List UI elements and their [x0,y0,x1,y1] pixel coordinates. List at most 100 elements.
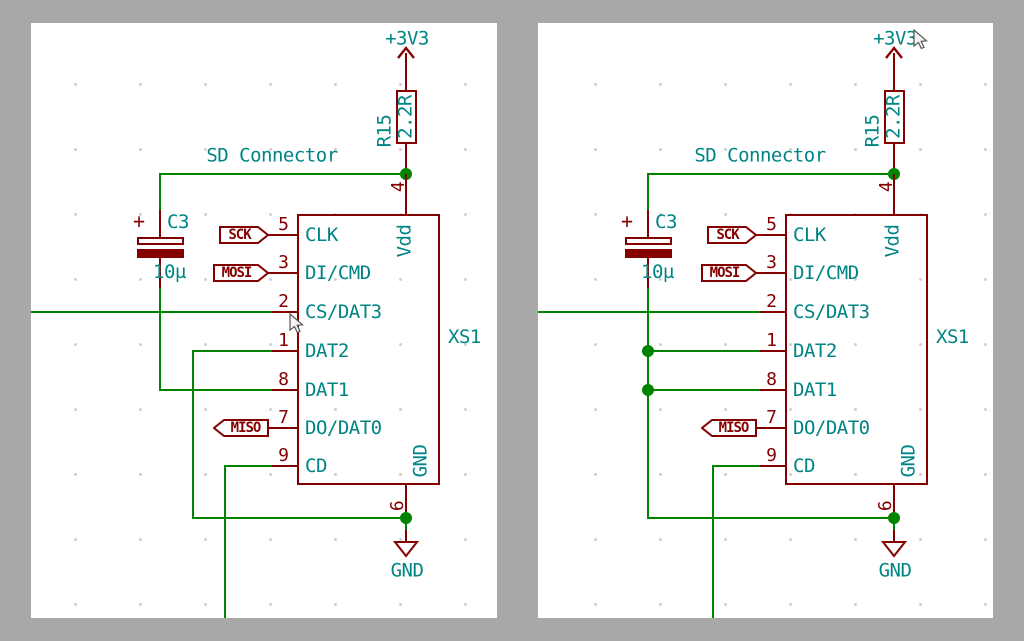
wire-top [648,173,894,175]
gnd-symbol-icon [881,541,907,558]
net-label-text: MOSI [221,265,253,281]
schematic-left: +3V3 R15 2.2R SD Connector 4 Vdd XS1 + C… [31,23,497,618]
resistor-body[interactable] [884,90,905,144]
wire-power [893,53,895,90]
pin-stub [760,427,785,429]
pin-stub [760,234,785,236]
mouse-cursor [913,29,928,50]
wire-cd [225,465,272,467]
net-label-text: MOSI [709,265,741,281]
wire-top [160,173,406,175]
cap-pin-bottom [647,258,649,289]
pin-stub [272,272,297,274]
pin-number: 3 [766,252,777,273]
cap-pin-bottom [159,258,161,289]
wire-cd-down [712,465,714,618]
ic-body[interactable] [297,214,440,485]
wire-cs-dat3 [31,311,272,313]
net-label-miso[interactable]: MISO [701,419,757,437]
cap-plate-negative[interactable] [625,249,672,258]
schematic-right: +3V3 R15 2.2R SD Connector 4 Vdd XS1 + C… [538,23,974,618]
cap-plate-negative[interactable] [137,249,184,258]
junction-dat2 [642,345,654,357]
pin-name: DO/DAT0 [305,417,382,439]
pin-number: 9 [766,445,777,466]
pin-name: CS/DAT3 [305,301,382,323]
pin6-stub [893,483,895,518]
net-label-shape [219,226,269,244]
pin4-number: 4 [876,181,897,193]
ic-body[interactable] [785,214,928,485]
net-label-mosi[interactable]: MOSI [213,264,269,282]
resistor-ref: R15 [373,114,396,148]
wire-cap-top [647,173,649,211]
wire-cd [713,465,760,467]
resistor-body[interactable] [396,90,417,144]
net-label-shape [701,419,757,437]
pin-number: 8 [766,369,777,390]
cap-pin-top [159,210,161,237]
pin-stub [760,350,785,352]
pin-name: DI/CMD [305,262,371,284]
pin-number: 1 [766,330,777,351]
schematic-canvas-left[interactable]: +3V3 R15 2.2R SD Connector 4 Vdd XS1 + C… [31,23,497,618]
wire-bottom [648,517,895,519]
cap-polarity: + [133,209,145,233]
pin6-stub [405,483,407,518]
wire-dat2 [648,350,760,352]
gnd-pin [405,530,407,542]
power-arrow-icon [885,46,903,59]
cap-plate-positive[interactable] [625,237,672,245]
gnd-net-label: GND [878,559,912,582]
pin-number: 2 [278,291,289,312]
resistor-value: 2.2R [882,95,905,139]
pin-stub [272,389,297,391]
net-label-sck[interactable]: SCK [707,226,757,244]
net-label-miso[interactable]: MISO [213,419,269,437]
schematic-canvas-right[interactable]: +3V3 R15 2.2R SD Connector 4 Vdd XS1 + C… [538,23,993,618]
net-label-shape [707,226,757,244]
pin-stub [272,465,297,467]
net-label-sck[interactable]: SCK [219,226,269,244]
ic-ref: XS1 [936,326,969,348]
pin-number: 8 [278,369,289,390]
wire-label-miso [756,427,761,429]
pin-stub [272,350,297,352]
connector-title: SD Connector [694,144,826,167]
cap-plate-positive[interactable] [137,237,184,245]
pin-stub [760,389,785,391]
pin6-name: GND [409,444,432,478]
pin-name: DI/CMD [793,262,859,284]
net-label-text: MISO [230,420,262,436]
net-label-shape [213,419,269,437]
pin-number: 5 [766,214,777,235]
pin-number: 9 [278,445,289,466]
pin-name: DO/DAT0 [793,417,870,439]
wire-label-miso [268,427,273,429]
wire-cap-down [647,288,649,519]
pin-name: CD [305,455,327,477]
gnd-net-label: GND [390,559,424,582]
mouse-cursor [289,313,304,334]
pin-stub [760,272,785,274]
pin6-number: 6 [387,500,408,512]
junction-dat1 [642,384,654,396]
wire-dat1 [159,389,272,391]
pin4-stub [405,174,407,214]
wire-cd-down [224,465,226,618]
pin-name: CS/DAT3 [793,301,870,323]
wire-gnd [405,518,407,531]
power-arrow-icon [397,46,415,59]
cap-value: 10µ [641,261,674,283]
pin6-number: 6 [875,500,896,512]
cap-value: 10µ [153,261,186,283]
gnd-pin [893,530,895,542]
wire-dat2-down [192,350,194,519]
pin-name: DAT2 [793,340,837,362]
cap-pin-top [647,210,649,237]
wire-resistor-bottom [405,144,407,174]
net-label-mosi[interactable]: MOSI [701,264,757,282]
wire-cs-dat3 [538,311,760,313]
gnd-symbol-icon [393,541,419,558]
pin-stub [760,311,785,313]
